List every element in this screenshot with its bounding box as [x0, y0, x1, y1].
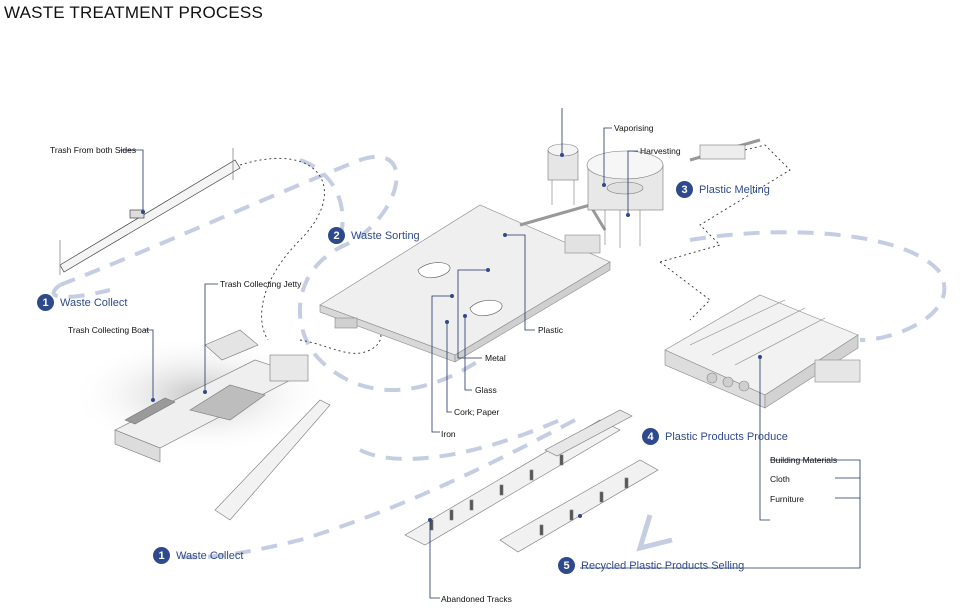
leader-lines: [120, 108, 861, 599]
leader-dots: [141, 153, 762, 522]
label-abandoned-tracks: Abandoned Tracks: [441, 594, 512, 604]
step-waste-collect-bottom: 1 Waste Collect: [153, 547, 243, 564]
page-title: WASTE TREATMENT PROCESS: [4, 3, 264, 22]
jetty-structure: [114, 329, 331, 521]
flow-path: [51, 154, 947, 560]
label-vaporising: Vaporising: [614, 123, 654, 133]
label-trash-both-sides: Trash From both Sides: [50, 145, 137, 155]
product-factory: [664, 294, 861, 409]
label-furniture: Furniture: [770, 494, 805, 504]
flow-arrow: [636, 514, 673, 552]
label-trash-jetty: Trash Collecting Jetty: [220, 279, 302, 289]
step-plastic-products-produce: 4 Plastic Products Produce: [642, 428, 788, 445]
step-number-badge: 1: [37, 294, 54, 311]
label-cloth: Cloth: [770, 474, 790, 484]
step-waste-sorting: 2 Waste Sorting: [328, 227, 420, 244]
label-trash-boat: Trash Collecting Boat: [68, 325, 149, 335]
step-number-badge: 4: [642, 428, 659, 445]
label-glass: Glass: [475, 385, 497, 395]
label-metal: Metal: [485, 353, 506, 363]
step-label: Plastic Products Produce: [665, 430, 788, 443]
label-cork-paper: Cork; Paper: [454, 407, 500, 417]
step-label: Waste Sorting: [351, 229, 420, 242]
label-iron: Iron: [441, 429, 456, 439]
step-plastic-melting: 3 Plastic Melting: [676, 181, 770, 198]
dotted-connectors: [239, 144, 791, 354]
step-number-badge: 5: [558, 557, 575, 574]
step-label: Plastic Melting: [699, 183, 770, 196]
label-harvesting: Harvesting: [640, 146, 681, 156]
river-channel: [59, 148, 241, 275]
label-plastic: Plastic: [538, 325, 564, 335]
step-label: Waste Collect: [176, 549, 244, 562]
sorting-platform: [319, 204, 611, 363]
step-number-badge: 2: [328, 227, 345, 244]
label-building-materials: Building Materials: [770, 455, 838, 465]
step-number-badge: 1: [153, 547, 170, 564]
step-recycled-selling: 5 Recycled Plastic Products Selling: [558, 557, 744, 574]
step-number-badge: 3: [676, 181, 693, 198]
step-label: Waste Collect: [60, 296, 128, 309]
step-waste-collect-top: 1 Waste Collect: [37, 294, 127, 311]
step-label: Recycled Plastic Products Selling: [581, 559, 745, 572]
market-tracks: [404, 409, 659, 553]
melting-tanks: [547, 143, 746, 248]
